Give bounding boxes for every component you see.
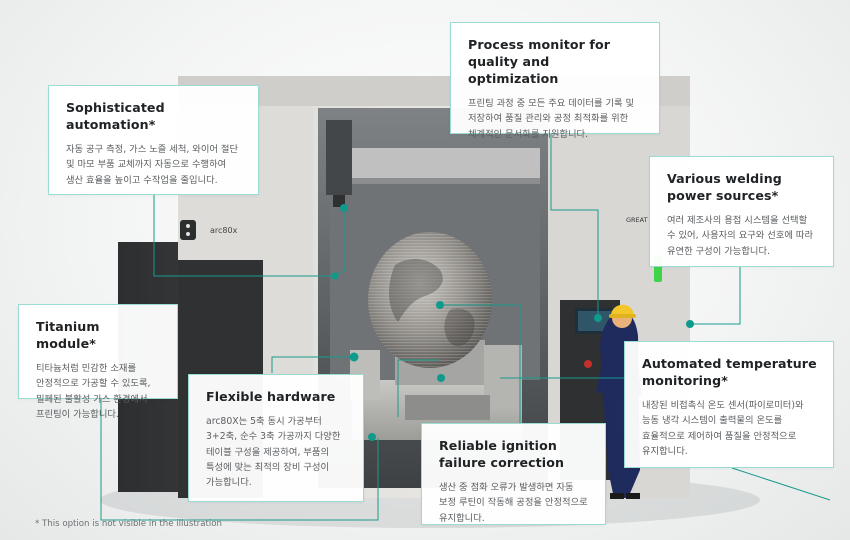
callout-body: 프린팅 과정 중 모든 주요 데이터를 기록 및 저장하여 품질 관리와 공정 … <box>468 98 635 140</box>
callout-body: 티타늄처럼 민감한 소재를 안정적으로 가공할 수 있도록, 밀폐된 불활성 가… <box>36 363 151 420</box>
callout-title: Sophisticated automation* <box>66 100 165 132</box>
callout-ignition: Reliable ignition failure correction 생산 … <box>421 423 606 525</box>
callout-hardware: Flexible hardware arc80X는 5축 동시 가공부터 3+2… <box>188 374 364 502</box>
callout-body: 자동 공구 측정, 가스 노즐 세척, 와이어 절단 및 마모 부품 교체까지 … <box>66 144 239 186</box>
dot-process-monitor <box>594 314 602 322</box>
model-label: arc80x <box>210 226 238 235</box>
connector-ignition-left <box>397 359 440 417</box>
callout-title: Reliable ignition failure correction <box>439 438 565 470</box>
brand-label: GREAT <box>626 216 648 224</box>
globe-layer-texture <box>368 232 492 368</box>
callout-titanium: Titanium module* 티타늄처럼 민감한 소재를 안정적으로 가공할… <box>18 304 178 420</box>
callout-title: Flexible hardware <box>206 389 336 404</box>
control-knob-dot <box>186 232 190 236</box>
connector-titanium <box>100 398 379 521</box>
callout-title: Automated temperature monitoring* <box>642 356 817 388</box>
connector-hardware <box>271 356 353 373</box>
dot-welding <box>686 320 694 328</box>
control-screen-glow <box>578 311 612 331</box>
connector-welding <box>690 265 741 325</box>
table-side-arm <box>484 345 522 405</box>
callout-body: 여러 제조사의 용접 시스템을 선택할 수 있어, 사용자의 요구와 선호에 따… <box>667 215 814 257</box>
callout-body: 생산 중 점화 오류가 발생하면 자동 보정 루틴이 작동해 공정을 안정적으로… <box>439 482 588 524</box>
gantry-beam <box>330 148 540 178</box>
footnote: * This option is not visible in the illu… <box>35 519 222 529</box>
callout-automation: Sophisticated automation* 자동 공구 측정, 가스 노… <box>48 85 259 195</box>
dot-temperature <box>437 374 445 382</box>
connector-automation-torch <box>334 205 346 277</box>
globe-continent-shape <box>388 258 443 322</box>
floor-guide-line <box>731 467 831 501</box>
dot-titanium <box>349 352 359 362</box>
globe-continent-shape <box>444 308 475 347</box>
dot-ignition <box>436 301 444 309</box>
emergency-stop-icon <box>584 360 592 368</box>
callout-connectors <box>100 133 741 521</box>
torch-nozzle <box>333 195 345 207</box>
dot-automation <box>340 204 348 212</box>
connector-dots <box>331 204 694 441</box>
callout-temperature: Automated temperature monitoring* 내장된 비접… <box>624 341 834 468</box>
callout-body: arc80X는 5축 동시 가공부터 3+2축, 순수 3축 가공까지 다양한 … <box>206 416 341 489</box>
callout-welding-power: Various welding power sources* 여러 제조사의 용… <box>649 156 834 267</box>
callout-body: 내장된 비접촉식 온도 센서(파이로미터)와 능동 냉각 시스템이 출력물의 온… <box>642 400 804 457</box>
callout-title: Various welding power sources* <box>667 171 782 203</box>
callout-title: Titanium module* <box>36 319 100 351</box>
callout-title: Process monitor for quality and optimiza… <box>468 37 611 86</box>
connector-automation <box>153 190 335 277</box>
dot-automation-base <box>331 272 339 280</box>
control-knob-dot <box>186 224 190 228</box>
dot-hardware <box>368 433 376 441</box>
torch-head <box>326 120 352 195</box>
gantry-beam-shadow <box>330 178 540 184</box>
table-foot <box>405 395 490 420</box>
control-knob-plate <box>180 220 196 240</box>
callout-process-monitor: Process monitor for quality and optimiza… <box>450 22 660 140</box>
connector-ignition <box>440 304 521 424</box>
connector-process-monitor <box>550 133 599 318</box>
